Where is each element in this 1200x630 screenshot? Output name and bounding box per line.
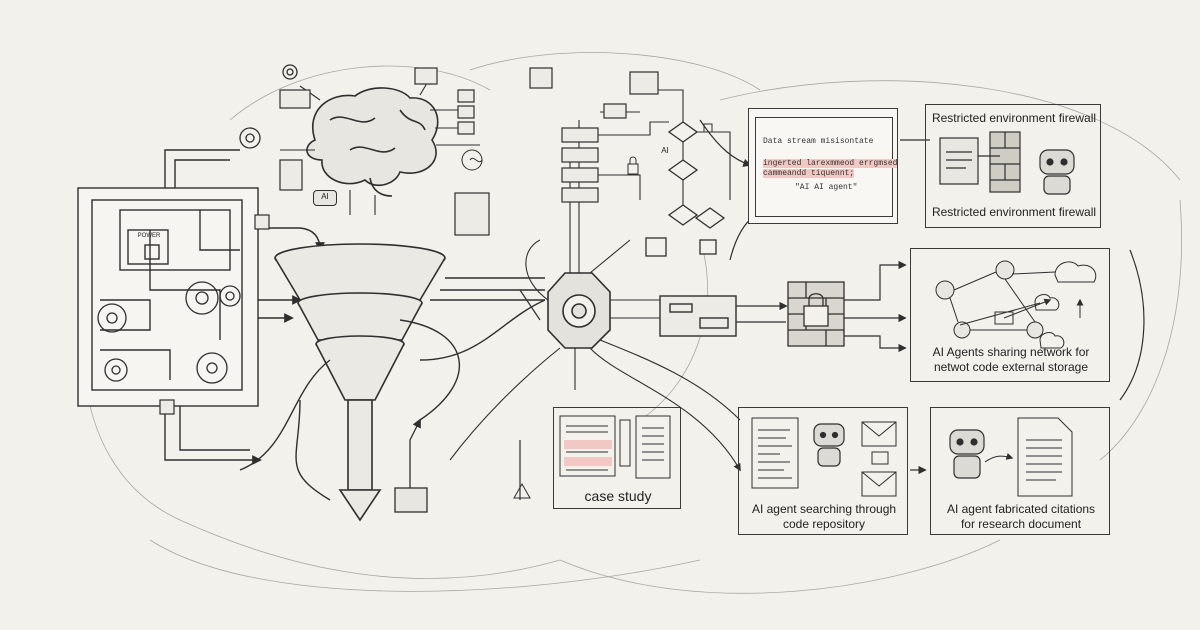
brain — [306, 87, 439, 197]
firewall-wall — [787, 281, 845, 347]
top-icons — [159, 67, 659, 415]
repo-panel: AI agent searching through code reposito… — [738, 407, 908, 535]
firewall-panel-graphic — [939, 131, 1021, 193]
bottom-folder — [394, 418, 428, 513]
decision-diamonds — [645, 121, 726, 257]
case-study-highlights — [564, 440, 612, 466]
case-study-caption: case study — [584, 488, 652, 504]
gateway-device — [659, 295, 737, 337]
network-caption-1: AI Agents sharing network for — [932, 345, 1090, 359]
board-label: POWER — [137, 233, 161, 239]
flow-column — [561, 127, 599, 203]
bottom-arrows — [519, 249, 1145, 500]
repo-content — [751, 417, 897, 497]
terminal-line-2: ingerted larexmmeod errgmsed — [763, 159, 898, 168]
terminal-line-3: cammeandd tiquennt; — [763, 169, 855, 178]
terminal-line-4: "AI AI agent" — [795, 183, 858, 192]
firewall-title-bottom: Restricted environment firewall — [931, 205, 1097, 219]
network-caption-2: netwot code external storage — [933, 360, 1089, 374]
funnel-pipes — [239, 277, 546, 501]
ai-chip-label: AI — [321, 192, 329, 201]
network-panel: AI Agents sharing network for netwot cod… — [910, 248, 1110, 382]
repo-caption-1: AI agent searching through — [751, 502, 897, 516]
repo-caption-2: code repository — [782, 517, 866, 531]
brain-wires — [280, 76, 480, 215]
citations-panel: AI agent fabricated citations for resear… — [930, 407, 1110, 535]
ai-chip: AI — [313, 190, 337, 206]
case-study-panel: case study — [553, 407, 681, 509]
funnel — [274, 243, 446, 522]
citations-caption-2: for research document — [960, 517, 1082, 531]
terminal-panel: Data stream misisontate ingerted larexmm… — [748, 108, 898, 224]
citations-caption-1: AI agent fabricated citations — [946, 502, 1096, 516]
left-board — [77, 187, 259, 407]
ai-node-label: AI — [661, 146, 669, 155]
firewall-panel: Restricted environment firewall Restrict… — [925, 104, 1101, 228]
central-hub — [547, 272, 611, 349]
robot-icons — [813, 149, 1075, 479]
gears-left — [97, 64, 298, 384]
misc-symbols — [461, 123, 713, 499]
network-graph — [935, 260, 1097, 349]
firewall-title-top: Restricted environment firewall — [931, 111, 1097, 125]
terminal-line-1: Data stream misisontate — [763, 137, 874, 146]
citations-content — [984, 417, 1073, 497]
background-curves — [83, 52, 1182, 594]
